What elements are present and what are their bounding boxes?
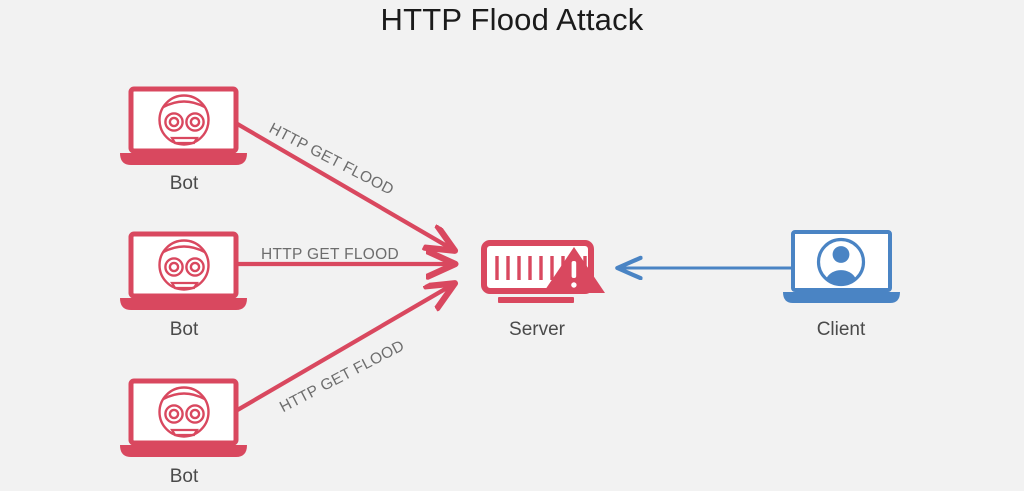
bot-face-icon (158, 239, 210, 291)
user-avatar-icon (816, 237, 866, 287)
server-label: Server (509, 319, 565, 340)
server-warning-icon (481, 240, 605, 303)
bot-laptop-icon-bottom (120, 378, 247, 457)
client-label: Client (816, 319, 866, 340)
bot-top-label: Bot (169, 173, 199, 194)
edge-bottom-arrow (232, 285, 452, 414)
page-title: HTTP Flood Attack (380, 2, 644, 37)
bot-face-icon (158, 386, 210, 438)
edge-middle-label: HTTP GET FLOOD (261, 246, 399, 263)
bot-face-icon (158, 94, 210, 146)
bot-middle-label: Bot (169, 319, 199, 340)
bot-bottom-label: Bot (169, 466, 199, 487)
warning-triangle-icon (543, 247, 605, 293)
bot-laptop-icon-top (120, 86, 247, 165)
bot-laptop-icon-middle (120, 231, 247, 310)
edge-top-arrow (232, 120, 452, 249)
client-laptop-icon (783, 230, 900, 303)
